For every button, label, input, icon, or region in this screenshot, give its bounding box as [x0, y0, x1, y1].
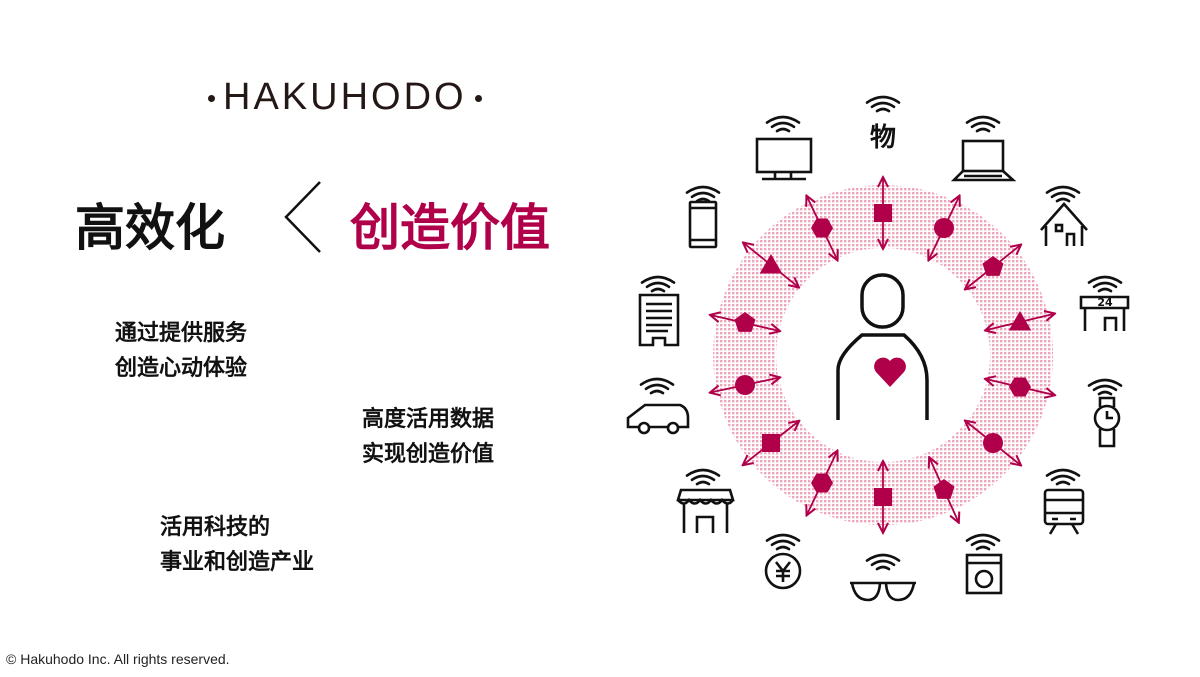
pentagon-marker [734, 312, 756, 332]
text-block-technology: 活用科技的事业和创造产业 [160, 510, 314, 580]
hexagon-marker [811, 473, 833, 493]
hexagon-marker [1009, 377, 1031, 397]
logo-text: HAKUHODO [223, 76, 467, 118]
text-line: 活用科技的 [160, 515, 271, 540]
train-icon [1043, 488, 1085, 535]
pentagon-marker [982, 256, 1004, 276]
wifi-icon [1087, 378, 1123, 396]
tv-icon [755, 137, 813, 181]
heart-icon [874, 357, 906, 387]
thing-label: 物 [870, 123, 896, 153]
circle-marker [983, 433, 1003, 453]
square-marker [874, 488, 892, 506]
copyright-text: © Hakuhodo Inc. All rights reserved. [6, 651, 230, 667]
building-icon [638, 293, 680, 347]
headline-value-creation: 创造价值 [350, 199, 550, 257]
square-marker [762, 434, 780, 452]
circle-marker [934, 218, 954, 238]
glasses-icon [850, 581, 916, 602]
watch-icon [1093, 396, 1121, 448]
square-marker [874, 204, 892, 222]
text-line: 高度活用数据 [362, 407, 495, 432]
yen-coin-icon [764, 552, 802, 590]
wifi-icon [685, 468, 721, 486]
store-24-label: 24 [1097, 296, 1113, 309]
wifi-icon [639, 377, 675, 395]
laptop-icon [950, 139, 1017, 182]
wifi-icon [1087, 275, 1123, 293]
text-block-data: 高度活用数据实现创造价值 [362, 402, 494, 472]
shop-icon [676, 488, 735, 533]
text-block-service: 通过提供服务创造心动体验 [115, 316, 247, 386]
headline-efficiency: 高效化 [75, 199, 225, 257]
smartphone-icon [688, 200, 718, 249]
wifi-icon [865, 553, 901, 571]
circle-marker [735, 375, 755, 395]
wifi-icon [685, 185, 721, 203]
house-icon [1040, 202, 1088, 246]
car-icon [626, 403, 690, 435]
text-line: 创造心动体验 [115, 356, 248, 381]
wifi-icon [640, 275, 676, 293]
wifi-icon [865, 95, 901, 113]
pentagon-marker [933, 479, 955, 499]
wifi-icon [765, 115, 801, 133]
hakuhodo-logo: HAKUHODO [200, 76, 490, 119]
text-line: 通过提供服务 [115, 321, 248, 346]
wifi-icon [1045, 468, 1081, 486]
person-icon [836, 273, 929, 420]
text-line: 实现创造价值 [362, 442, 495, 467]
washing-machine-icon [965, 553, 1003, 595]
triangle-marker [759, 254, 783, 274]
hexagon-marker [811, 218, 833, 238]
wifi-icon [965, 115, 1001, 133]
wifi-icon [765, 533, 801, 551]
triangle-marker [1008, 311, 1032, 331]
text-line: 事业和创造产业 [160, 550, 315, 575]
less-than-symbol [284, 181, 321, 253]
wifi-icon [1045, 185, 1081, 203]
wifi-icon [965, 533, 1001, 551]
convenience-store-icon: 24 [1079, 295, 1130, 331]
